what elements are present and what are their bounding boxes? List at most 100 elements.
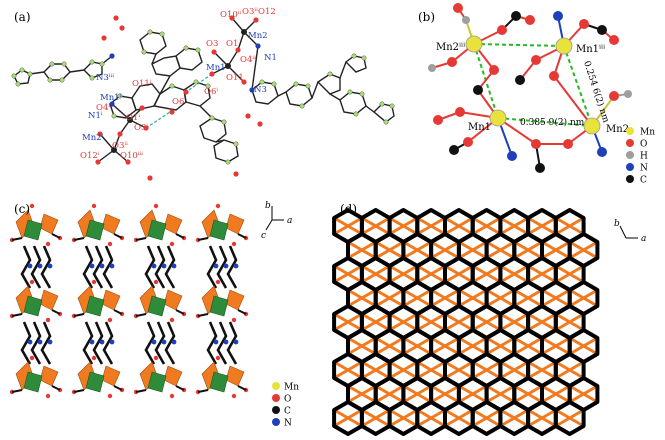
a-nitrogen-atom: [109, 53, 115, 59]
a-hydrogen-atom: [195, 47, 201, 53]
a-label-O12i: O12ⁱ: [80, 151, 100, 161]
c-orange-polyhedron: [101, 213, 121, 235]
a-hydrogen-atom: [59, 77, 65, 83]
panel-b-label: (b): [418, 10, 436, 24]
d-orange-link: [527, 408, 557, 428]
a-label-N1i: N1ⁱ: [88, 111, 103, 121]
d-orange-link: [361, 360, 391, 380]
a-hydrogen-atom: [147, 29, 153, 35]
a-hydrogen-atom: [305, 83, 311, 89]
d-orange-link: [361, 312, 391, 332]
d-orange-link: [555, 360, 585, 380]
a-hydrogen-atom: [193, 79, 199, 85]
d-orange-link: [374, 240, 405, 260]
a-hydrogen-atom: [299, 103, 305, 109]
a-nitrogen-atom: [255, 43, 261, 49]
c-carboxylate-bond: [51, 233, 61, 239]
d-orange-link: [388, 408, 419, 428]
c-orange-polyhedron: [163, 213, 183, 235]
a-label-O4ii: O4ⁱⁱ: [240, 55, 256, 65]
d-orange-link: [430, 384, 460, 404]
b-legend-label-o: O: [640, 140, 647, 150]
d-orange-link: [499, 216, 529, 236]
b-label-Mn2: Mn2: [606, 124, 629, 135]
a-nitrogen-atom: [249, 87, 255, 93]
c-nitrogen-atom: [213, 339, 219, 345]
a-hydrogen-atom: [379, 101, 385, 107]
a-hydrogen-atom: [89, 75, 95, 81]
c-legend-swatch-mn: [272, 382, 280, 390]
a-oxygen-atom: [117, 131, 123, 137]
d-orange-link: [527, 360, 557, 380]
c-oxygen-atom: [107, 317, 113, 323]
a-label-O11i: O11ⁱ: [132, 79, 152, 89]
c-nitrogen-atom: [171, 263, 177, 269]
a-label-O10iii: O10ⁱⁱⁱ: [120, 151, 143, 161]
d-orange-link: [374, 336, 405, 356]
a-hydrogen-atom: [159, 31, 165, 37]
a-hydrogen-atom: [61, 61, 67, 67]
c-ligand-chain: [30, 321, 42, 365]
c-oxygen-atom: [169, 317, 175, 323]
a-oxygen-atom: [125, 159, 131, 165]
d-orange-link: [458, 336, 488, 356]
a-oxygen-atom: [147, 175, 153, 181]
a-hydrogen-atom: [15, 81, 21, 87]
c-carboxylate-bond: [197, 313, 209, 317]
c-oxygen-atom: [29, 355, 35, 361]
c-ligand-chain: [40, 321, 52, 365]
a-hydrogen-atom: [353, 111, 359, 117]
d-orange-link: [388, 216, 419, 236]
c-green-polyhedron: [85, 371, 105, 393]
a-label-O12: O12: [258, 7, 276, 17]
c-ligand-chain: [92, 321, 104, 365]
d-axis-a: a: [641, 234, 646, 244]
c-orange-polyhedron: [39, 365, 59, 387]
c-oxygen-atom: [45, 241, 51, 247]
c-carboxylate-bond: [11, 237, 23, 241]
d-orange-link: [541, 288, 571, 308]
a-label-O1: O1: [226, 39, 238, 49]
a-oxygen-atom: [253, 17, 259, 23]
d-orange-link: [333, 360, 363, 380]
panel-c-label: (c): [14, 202, 31, 216]
d-orange-link: [527, 216, 557, 236]
a-label-O3i: O3ⁱ: [134, 123, 148, 133]
a-label-Mn2i: Mn2ⁱ: [82, 133, 104, 143]
c-green-polyhedron: [85, 295, 105, 317]
a-hydrogen-atom: [141, 49, 147, 55]
c-oxygen-atom: [169, 393, 175, 399]
c-crystal-packing: [9, 203, 249, 399]
d-orange-link: [333, 264, 363, 284]
c-oxygen-atom: [45, 393, 51, 399]
a-oxygen-atom: [241, 79, 247, 85]
c-oxygen-atom: [45, 317, 51, 323]
d-orange-link: [388, 360, 419, 380]
a-label-Mn2: Mn2: [248, 31, 268, 41]
panel-a-molecular-structure: (a): [0, 0, 408, 196]
a-hydrogen-atom: [89, 59, 95, 65]
c-carboxylate-bond: [51, 385, 61, 391]
c-carboxylate-bond: [237, 385, 247, 391]
a-manganese-atom: [111, 147, 117, 153]
d-orange-link: [513, 240, 543, 260]
c-nitrogen-atom: [223, 339, 229, 345]
a-label-N1: N1: [264, 53, 277, 63]
c-oxygen-atom: [231, 393, 237, 399]
c-oxygen-atom: [91, 355, 97, 361]
c-orange-polyhedron: [225, 289, 245, 311]
d-orange-link: [444, 216, 474, 236]
d-orange-link: [541, 336, 571, 356]
a-oxygen-atom: [229, 15, 235, 21]
b-legend-label-mn: Mn: [640, 128, 655, 138]
a-label-O4i: O4ⁱ: [96, 103, 110, 113]
d-orange-link: [499, 360, 529, 380]
panel-d-net-drawing: b a: [332, 208, 646, 436]
d-axis-indicator: b a: [614, 219, 646, 244]
c-carboxylate-bond: [175, 385, 185, 391]
d-honeycomb-net: [332, 208, 600, 436]
a-hydrogen-atom: [27, 71, 33, 77]
